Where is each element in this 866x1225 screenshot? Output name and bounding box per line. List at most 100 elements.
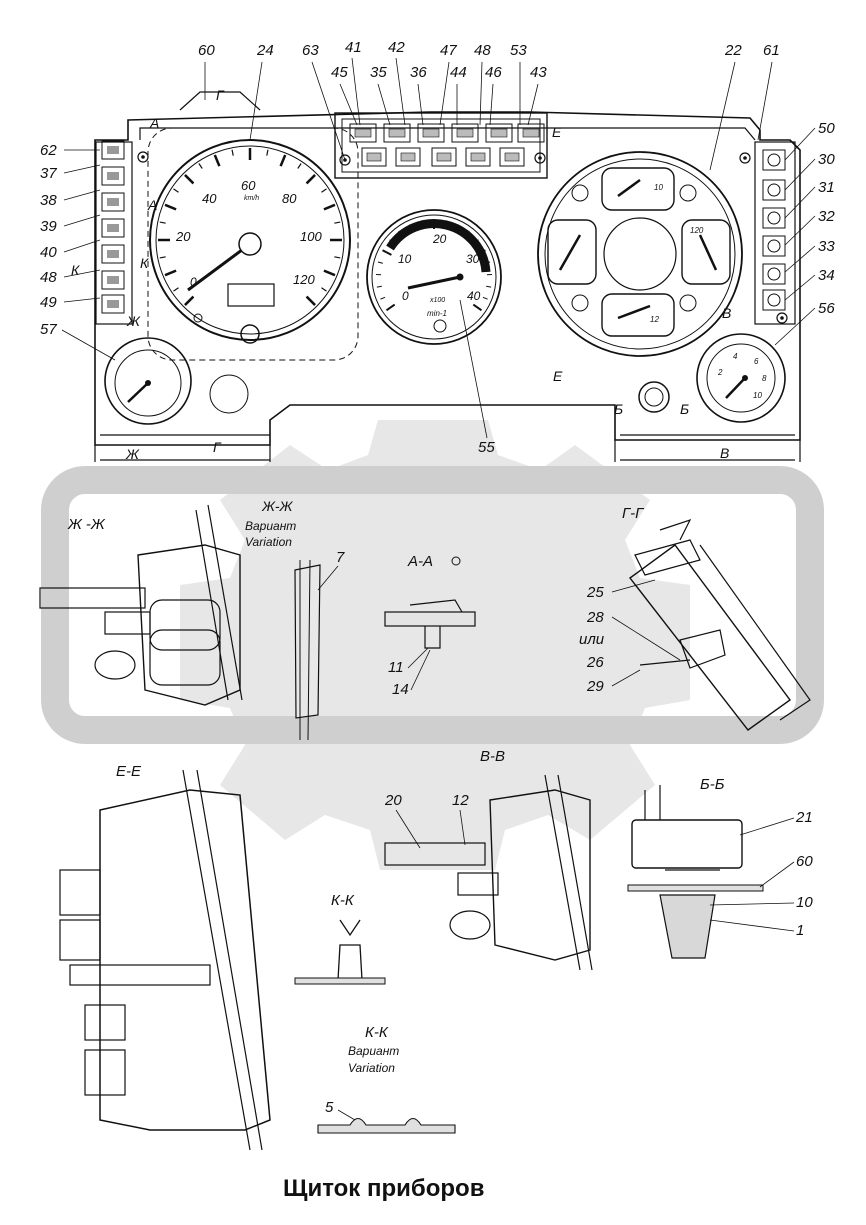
callout-60: 60: [198, 42, 215, 59]
screw: [739, 152, 751, 164]
speedo-tick: [231, 149, 234, 156]
callout-63: 63: [302, 42, 319, 59]
tacho-tick: [409, 224, 413, 230]
left-small-gauge: [104, 337, 192, 425]
speedo-tick: [213, 154, 221, 167]
tacho-label-40: 40: [467, 289, 481, 303]
side-lamp-right: [762, 149, 786, 171]
speedo-tick: [159, 256, 166, 259]
callout-55: 55: [478, 439, 495, 456]
tacho-label-0: 0: [402, 289, 409, 303]
side-lamp-right: [762, 289, 786, 311]
pressure-label-2: 2: [717, 368, 723, 377]
callout-33: 33: [818, 238, 835, 255]
indicator-symbol: [422, 128, 440, 138]
speedo-tick: [297, 163, 302, 169]
tacho-tick: [482, 296, 488, 300]
speedo-tick: [334, 221, 341, 224]
callout-44: 44: [450, 64, 467, 81]
callout-34: 34: [818, 267, 835, 284]
callout-56: 56: [818, 300, 835, 317]
speedo-tick: [184, 295, 195, 306]
speedometer: 20 40 60 80 100 120 0 km/h: [147, 127, 359, 361]
indicator-symbol: [436, 152, 452, 162]
screw-center: [538, 156, 542, 160]
view-callout-28: 28: [586, 609, 604, 626]
view-callout-1: 1: [796, 922, 804, 939]
side-lamp-symbol: [767, 293, 781, 307]
indicator-lamp-lower: [431, 147, 457, 167]
screw-center: [780, 316, 784, 320]
pressure-label-8: 8: [762, 374, 767, 383]
tacho-tick: [376, 285, 382, 288]
callout-45: 45: [331, 64, 348, 81]
side-lamp-left: [101, 192, 125, 212]
view-b-b: Б-Б 21 60 10 1: [627, 776, 813, 959]
callout-57: 57: [40, 321, 57, 338]
callout-31: 31: [818, 179, 835, 196]
speedo-label-40: 40: [202, 191, 217, 206]
callout-43: 43: [530, 64, 547, 81]
side-lamp-right: [762, 235, 786, 257]
callout-61: 61: [763, 42, 780, 59]
blank-plug: [209, 374, 249, 414]
tacho-tick: [486, 285, 492, 288]
screw-center: [743, 156, 747, 160]
lamp-socket: [638, 381, 670, 413]
dashboard-housing: [94, 91, 801, 462]
speedo-tick: [305, 174, 316, 185]
callout-42: 42: [388, 39, 405, 56]
speedo-label-0: 0: [190, 275, 197, 289]
screw: [339, 154, 351, 166]
side-lamp-left: [101, 294, 125, 314]
callout-53: 53: [510, 42, 527, 59]
indicator-symbol: [490, 128, 508, 138]
tacho-label-10: 10: [398, 252, 412, 266]
mark-b-1: Б: [614, 401, 623, 417]
tacho-tick: [485, 261, 491, 264]
view-callout-21: 21: [795, 809, 813, 826]
view-k-k-var-title: К-К: [365, 1024, 389, 1041]
screw-center: [141, 155, 145, 159]
mark-b-2: Б: [680, 401, 689, 417]
view-zh-zh-var-ru: Вариант: [245, 519, 296, 533]
speedo-tick: [305, 295, 316, 306]
callouts-top: 60 24 63 41 42 47 48 53 45 35 36 44 46 4…: [198, 39, 780, 171]
indicator-lamp-upper: [451, 123, 479, 143]
side-lamp-left: [101, 140, 125, 160]
indicator-symbol: [456, 128, 474, 138]
speedo-tick: [266, 149, 269, 156]
left-lamp-column: [95, 140, 133, 325]
view-zh-zh-title: Ж -Ж: [67, 516, 106, 533]
tacho-tick: [380, 296, 386, 300]
callout-48: 48: [474, 42, 491, 59]
side-lamp-symbol: [767, 211, 781, 225]
screw: [137, 151, 149, 163]
watermark-logo: [41, 420, 824, 870]
view-zh-zh-variant: Ж-Ж Вариант Variation 7: [245, 498, 345, 741]
indicator-lamp-block: [334, 112, 548, 179]
view-g-g: Г-Г 25 28 или 26 29: [579, 505, 811, 731]
mark-a-top: А: [149, 115, 159, 131]
speedo-tick: [279, 154, 287, 167]
mark-v-2: В: [720, 445, 729, 461]
mark-k-1: К: [71, 262, 80, 278]
indicator-lamp-upper: [517, 123, 545, 143]
combo-label-12: 12: [650, 315, 659, 324]
mark-g-2: Г: [213, 439, 222, 455]
screw: [776, 312, 788, 324]
view-k-k-var-en: Variation: [348, 1061, 395, 1075]
callout-30: 30: [818, 151, 835, 168]
indicator-lamp-upper: [485, 123, 513, 143]
pressure-label-10: 10: [753, 391, 762, 400]
callout-24: 24: [256, 42, 274, 59]
speedo-tick: [173, 188, 179, 193]
tacho-tick: [455, 224, 459, 230]
callout-41: 41: [345, 39, 362, 56]
view-g-g-title: Г-Г: [622, 505, 645, 522]
tachometer: 0 10 20 30 40 x100 min-1: [366, 209, 502, 345]
view-k-k: К-К: [294, 892, 386, 985]
mark-e-1: Е: [552, 124, 562, 140]
side-lamp-left: [101, 244, 125, 264]
speedo-unit: km/h: [244, 195, 259, 202]
